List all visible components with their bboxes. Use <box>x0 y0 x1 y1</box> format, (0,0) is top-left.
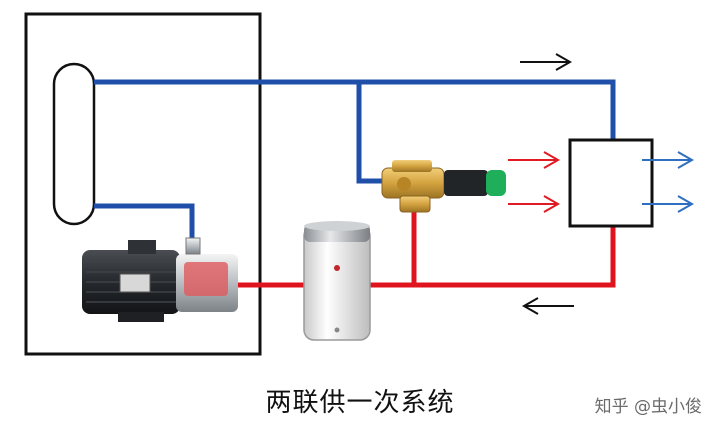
terminal-box-icon <box>568 138 654 228</box>
buffer-tank-icon <box>303 221 371 341</box>
supply-main-pipe <box>94 79 616 140</box>
flow-arrow-supply <box>520 53 573 71</box>
watermark-text: 知乎 @虫小俊 <box>594 397 702 417</box>
pressure-valve-icon <box>381 160 506 213</box>
heat-source-enclosure <box>24 12 262 356</box>
flow-arrows-blue <box>642 151 695 213</box>
vessel-to-pump-pipe <box>94 203 195 240</box>
return-main-pipe <box>370 226 616 288</box>
flow-arrow-return <box>521 297 574 315</box>
return-pipes <box>238 210 616 288</box>
diagram-caption: 两联供一次系统 <box>265 388 455 418</box>
capsule-vessel-icon <box>52 62 96 226</box>
supply-pipes <box>94 79 616 240</box>
flow-arrows-red <box>508 151 561 213</box>
horizontal-pump-icon <box>82 237 238 322</box>
supply-branch-to-valve <box>356 82 385 184</box>
